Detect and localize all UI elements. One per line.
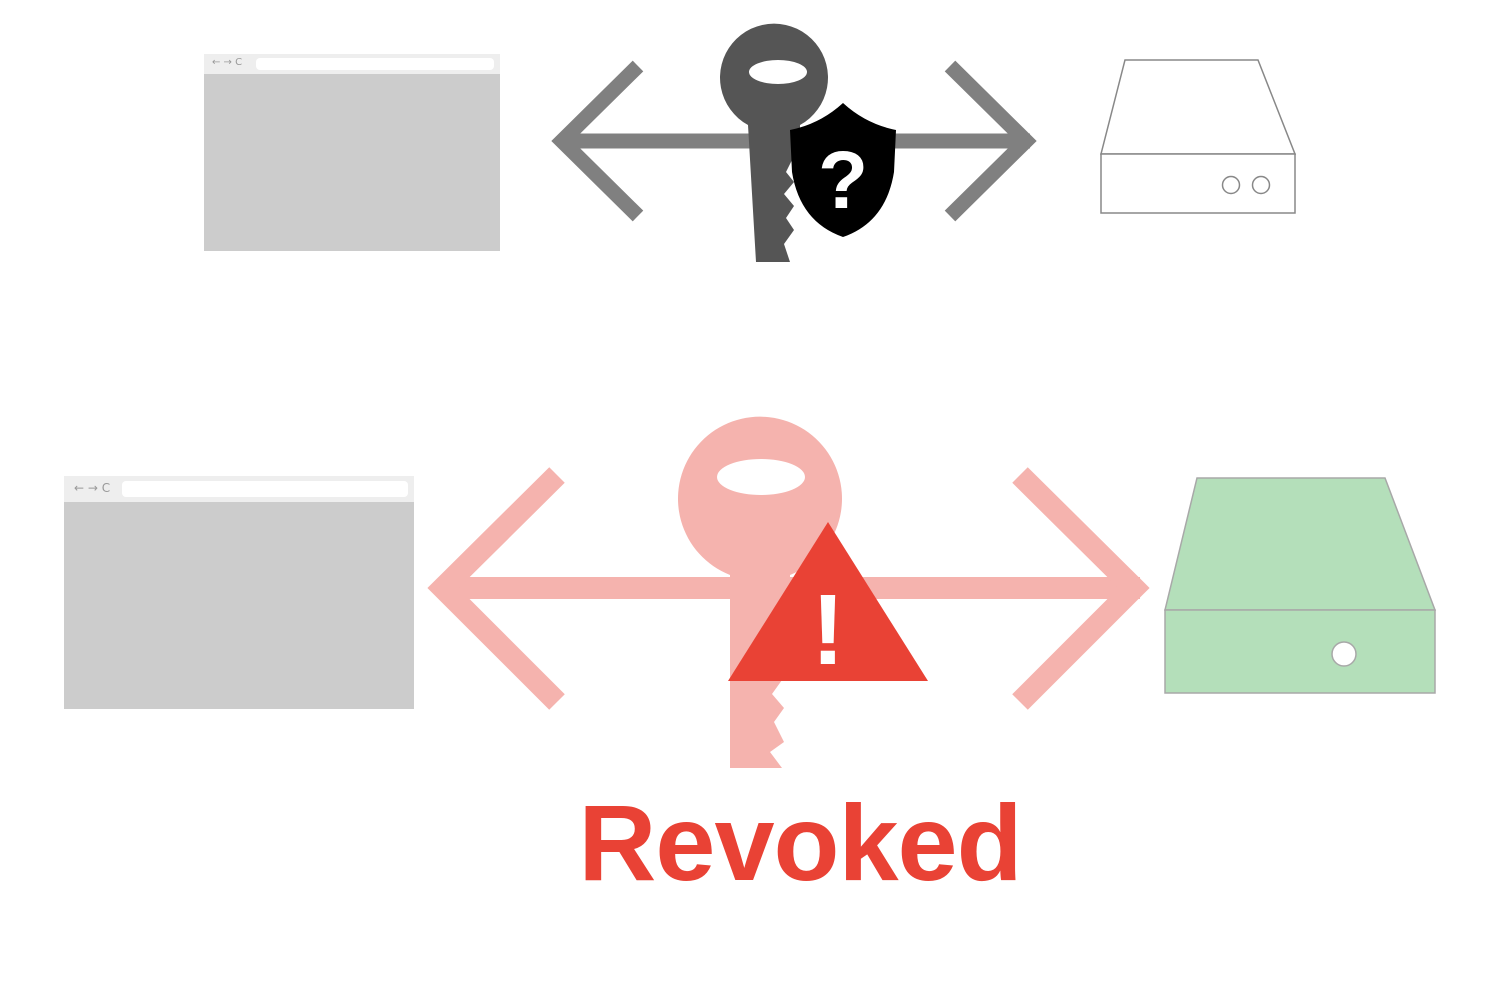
bottom-server-icon <box>1164 477 1437 694</box>
warning-exclamation-mark: ! <box>811 574 844 686</box>
warning-triangle-icon: ! <box>728 522 928 686</box>
revoked-status-label: Revoked <box>578 782 1022 903</box>
top-browser-window-icon: ← → C <box>204 54 500 251</box>
server-led-icon <box>1331 641 1357 667</box>
server-led-icon <box>1251 175 1271 195</box>
bottom-key-icon <box>677 416 842 768</box>
top-key-icon <box>720 23 829 263</box>
browser-url-bar <box>256 58 494 70</box>
shield-icon <box>790 103 896 237</box>
top-server-icon <box>1100 59 1297 214</box>
browser-nav-icons: ← → C <box>74 481 111 495</box>
browser-url-bar <box>122 481 408 497</box>
shield-question-icon: ? <box>790 103 896 237</box>
server-led-icon <box>1221 175 1241 195</box>
shield-question-mark: ? <box>818 135 868 226</box>
browser-nav-icons: ← → C <box>212 57 243 68</box>
bottom-browser-window-icon: ← → C <box>64 476 414 709</box>
